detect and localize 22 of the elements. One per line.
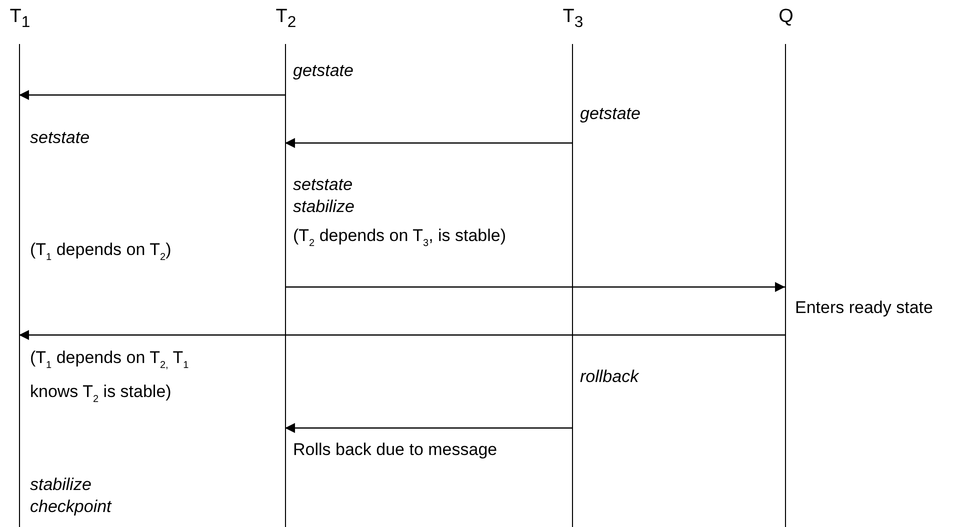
- message-arrow: [19, 330, 785, 340]
- message-label: rollback: [580, 366, 639, 388]
- note-text: setstate: [293, 174, 353, 196]
- lifeline-name: T$_{2}$: [276, 5, 296, 33]
- note-text: (T$_{1}$ depends on T$_{2}$): [30, 239, 172, 261]
- note-text: Rolls back due to message: [293, 439, 498, 461]
- note-text: (T$_{1}$ depends on T$_{2,}$ T$_{1}$ knows T$_{2}$ is stable): [30, 347, 190, 407]
- note-text: (T$_{2}$ depends on T$_{3}$, is stable): [293, 225, 506, 251]
- lifeline-name: T$_{1}$: [10, 5, 30, 33]
- message-arrow: [285, 138, 572, 148]
- message-label: getstate: [293, 60, 354, 82]
- note-text: Enters ready state: [795, 297, 933, 319]
- note-text: checkpoint: [30, 496, 112, 518]
- message-arrow: [19, 90, 285, 100]
- lifeline-name: T$_{3}$: [562, 5, 584, 33]
- note-text: stabilize: [30, 474, 92, 496]
- lifeline-name: Q: [778, 5, 794, 29]
- note-text: setstate: [30, 127, 90, 149]
- note-text: stabilize: [293, 196, 354, 218]
- message-arrow: [285, 282, 785, 292]
- message-label: getstate: [580, 103, 640, 125]
- message-arrow: [285, 423, 572, 433]
